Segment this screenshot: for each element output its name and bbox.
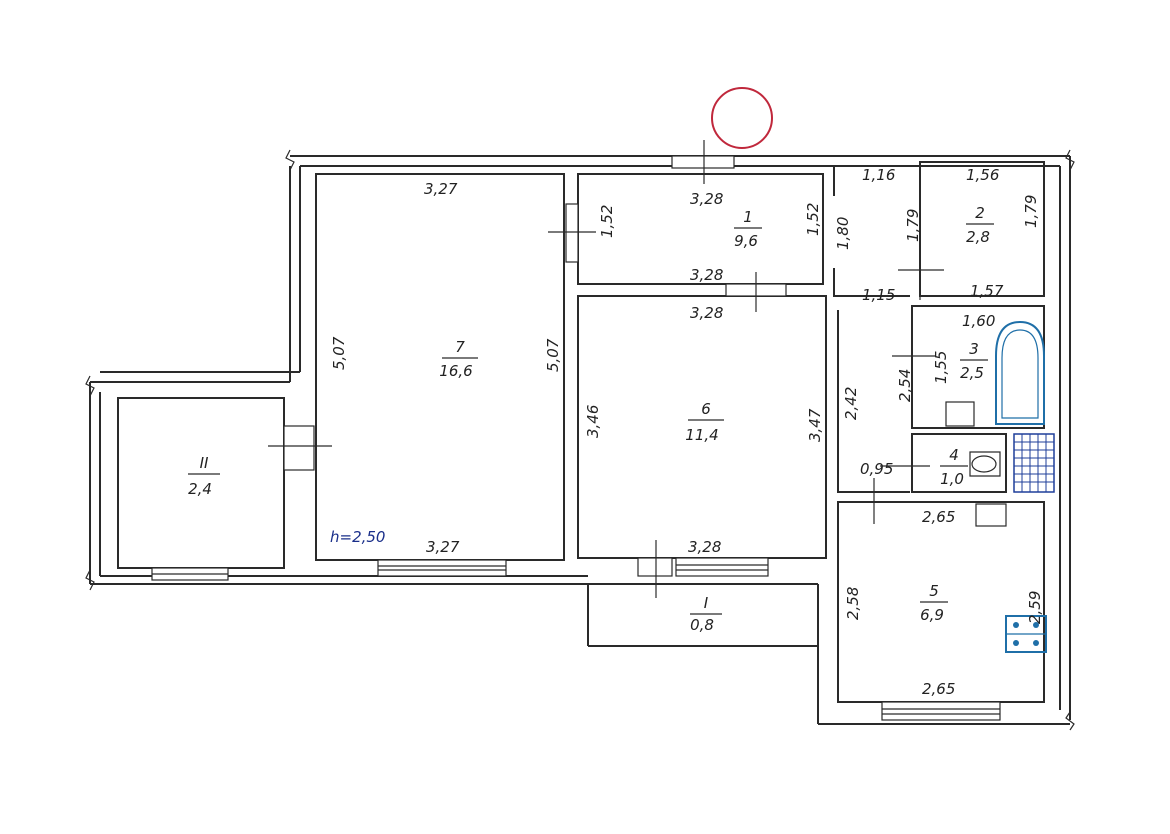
room-area: 2,4 [188, 480, 212, 498]
dimension-label: 1,57 [970, 282, 1004, 300]
dimension-label: 2,59 [1026, 591, 1044, 624]
room-area: 11,4 [685, 426, 718, 444]
room-area: 2,5 [960, 364, 984, 382]
dimension-label: 2,54 [896, 369, 914, 402]
bathtub-icon [995, 320, 1045, 425]
dimension-label: 1,52 [804, 203, 822, 236]
room-number: 7 [455, 338, 465, 356]
tile-grid-icon [1013, 433, 1055, 493]
dimension-label: 3,28 [688, 538, 721, 556]
dimension-label: 1,79 [1022, 195, 1040, 228]
room-number: 1 [743, 208, 753, 226]
outer-walls [85, 149, 1075, 731]
room-number: 4 [949, 446, 959, 464]
toilet-icon [969, 451, 1001, 477]
dimension-label: 3,46 [584, 405, 602, 438]
dimension-label: 3,27 [424, 180, 458, 198]
dimension-labels: 3,27 5,07 5,07 3,27 3,28 1,52 1,52 1,80 … [330, 166, 1044, 698]
room-number: 5 [929, 582, 939, 600]
stamp-circle [711, 87, 773, 149]
room-area: 2,8 [966, 228, 990, 246]
room-number: 2 [975, 204, 985, 222]
door-marks [268, 140, 944, 598]
room-number: I [704, 594, 709, 612]
dimension-label: 1,56 [966, 166, 999, 184]
ceiling-height-note: h=2,50 [330, 528, 385, 546]
dimension-label: 2,65 [922, 508, 955, 526]
washbasin-icon [945, 401, 975, 427]
room-outlines [117, 161, 1045, 703]
kitchen-sink-icon [975, 503, 1007, 527]
room-area: 0,8 [690, 616, 714, 634]
dimension-label: 2,42 [842, 387, 860, 420]
dimension-label: 5,07 [330, 336, 348, 370]
room-area: 6,9 [920, 606, 944, 624]
dimension-label: 3,27 [426, 538, 460, 556]
dimension-label: 3,47 [806, 408, 824, 442]
room-number: 6 [701, 400, 711, 418]
dimension-label: 3,28 [690, 266, 723, 284]
dimension-label: 0,95 [860, 460, 893, 478]
dimension-label: 1,80 [834, 217, 852, 250]
dimension-label: 5,07 [544, 338, 562, 372]
room-area: 16,6 [439, 362, 472, 380]
room-number: 3 [969, 340, 979, 358]
room-labels: 1 9,6 2 2,8 3 2,5 4 1,0 5 6,9 6 11,4 7 1… [188, 204, 994, 634]
windows [151, 155, 1001, 721]
dimension-label: 3,28 [690, 190, 723, 208]
dimension-label: 1,55 [932, 351, 950, 384]
room-area: 1,0 [940, 470, 964, 488]
dimension-label: 1,60 [962, 312, 995, 330]
room-number: II [200, 454, 209, 472]
dimension-label: 1,52 [598, 205, 616, 238]
dimension-label: 1,79 [904, 209, 922, 242]
dimension-label: 2,65 [922, 680, 955, 698]
dimension-label: 3,28 [690, 304, 723, 322]
room-area: 9,6 [734, 232, 758, 250]
dimension-label: 1,16 [862, 166, 895, 184]
dimension-label: 1,15 [862, 286, 895, 304]
sanitary-fixtures [945, 320, 1055, 653]
dimension-label: 2,58 [844, 587, 862, 620]
